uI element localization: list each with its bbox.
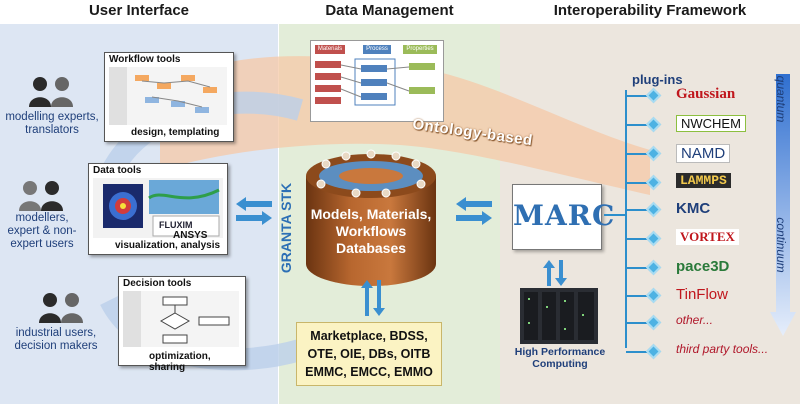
- granta-stk-label-wrapper: GRANTA STK: [266, 180, 306, 280]
- process-diagram: [315, 58, 435, 106]
- plugin-connector: [626, 295, 648, 297]
- plugin-other: other...: [676, 313, 713, 327]
- hpc-label: High Performance Computing: [514, 346, 606, 370]
- plugin-connector: [626, 153, 648, 155]
- vertical-double-arrow-icon: [361, 280, 385, 316]
- workflow-users-label: modelling experts, translators: [5, 111, 99, 136]
- plugin-connector: [626, 351, 648, 353]
- data-tools-title: Data tools: [93, 165, 142, 176]
- hpc-server-image: [520, 288, 598, 344]
- plugin-tinflow: TinFlow: [676, 286, 728, 303]
- fluxim-logo: FLUXIM: [159, 220, 193, 230]
- mini-label-materials: Materials: [315, 45, 345, 54]
- continuum-label: continuum: [774, 217, 788, 273]
- workflow-screenshot: [109, 67, 227, 125]
- workflow-tools-window: Workflow tools design, templating: [104, 52, 234, 142]
- plugin-pace3d: pace3D: [676, 258, 730, 275]
- plugins-title: plug-ins: [632, 72, 683, 87]
- database-label: Models, Materials, Workflows Databases: [310, 206, 432, 256]
- workflow-tools-caption: design, templating: [131, 127, 220, 138]
- plugin-connector: [626, 322, 648, 324]
- section-title-interoperability: Interoperability Framework: [553, 2, 747, 19]
- plugin-connector: [626, 238, 648, 240]
- decision-users-label: industrial users, decision makers: [14, 327, 98, 352]
- database-cylinder: [306, 149, 436, 286]
- granta-stk-label: GRANTA STK: [278, 182, 294, 274]
- decision-tools-title: Decision tools: [123, 278, 192, 289]
- plugin-namd: NAMD: [676, 144, 731, 163]
- plugin-kmc: KMC: [676, 200, 711, 217]
- marc-logo: MARC: [513, 199, 616, 232]
- data-users-label: modellers, expert & non- expert users: [7, 212, 77, 250]
- horizontal-double-arrow-icon: [456, 197, 492, 225]
- decision-tools-window: Decision tools optimization, sharing: [118, 276, 246, 373]
- users-icon: [39, 293, 83, 323]
- plugins-tree-trunk: [625, 90, 627, 348]
- marc-logo-box: MARC: [512, 184, 616, 250]
- plugin-connector: [626, 182, 648, 184]
- workflow-tools-title: Workflow tools: [109, 54, 181, 65]
- vertical-double-arrow-icon: [543, 260, 567, 286]
- mini-label-process: Process: [363, 45, 391, 54]
- plugin-lammps: LAMMPS: [676, 173, 731, 188]
- decision-tools-caption: optimization, sharing: [149, 351, 211, 373]
- plugin-nwchem: NWCHEM: [676, 115, 746, 132]
- services-box: Marketplace, BDSS, OTE, OIE, DBs, OITB E…: [296, 322, 442, 386]
- ansys-logo: ANSYS: [173, 230, 208, 241]
- plugin-gaussian: Gaussian: [676, 86, 736, 102]
- data-tools-caption: visualization, analysis: [115, 240, 221, 251]
- quantum-label: quantum: [774, 75, 788, 123]
- plugin-connector: [626, 209, 648, 211]
- plugins-tree-link: [604, 214, 626, 216]
- plugin-third-party-tools: third party tools...: [676, 342, 769, 356]
- mini-label-properties: Properties: [403, 45, 437, 54]
- plugin-connector: [626, 267, 648, 269]
- data-visualization-screenshot: [93, 178, 223, 238]
- users-icon: [29, 77, 73, 107]
- section-title-user-interface: User Interface: [88, 2, 190, 19]
- plugin-vortex: VORTEX: [676, 229, 739, 245]
- plugin-connector: [626, 95, 648, 97]
- data-tools-window: Data tools FLUXIM ANSYS visualization, a…: [88, 163, 228, 255]
- plugin-connector: [626, 124, 648, 126]
- process-diagram-thumbnail: Materials Process Properties: [310, 40, 444, 122]
- scale-arrow-icon: [770, 74, 796, 336]
- users-icon: [19, 181, 63, 211]
- decision-screenshot: [123, 291, 239, 347]
- horizontal-double-arrow-icon: [236, 197, 272, 225]
- section-title-data-management: Data Management: [325, 2, 454, 19]
